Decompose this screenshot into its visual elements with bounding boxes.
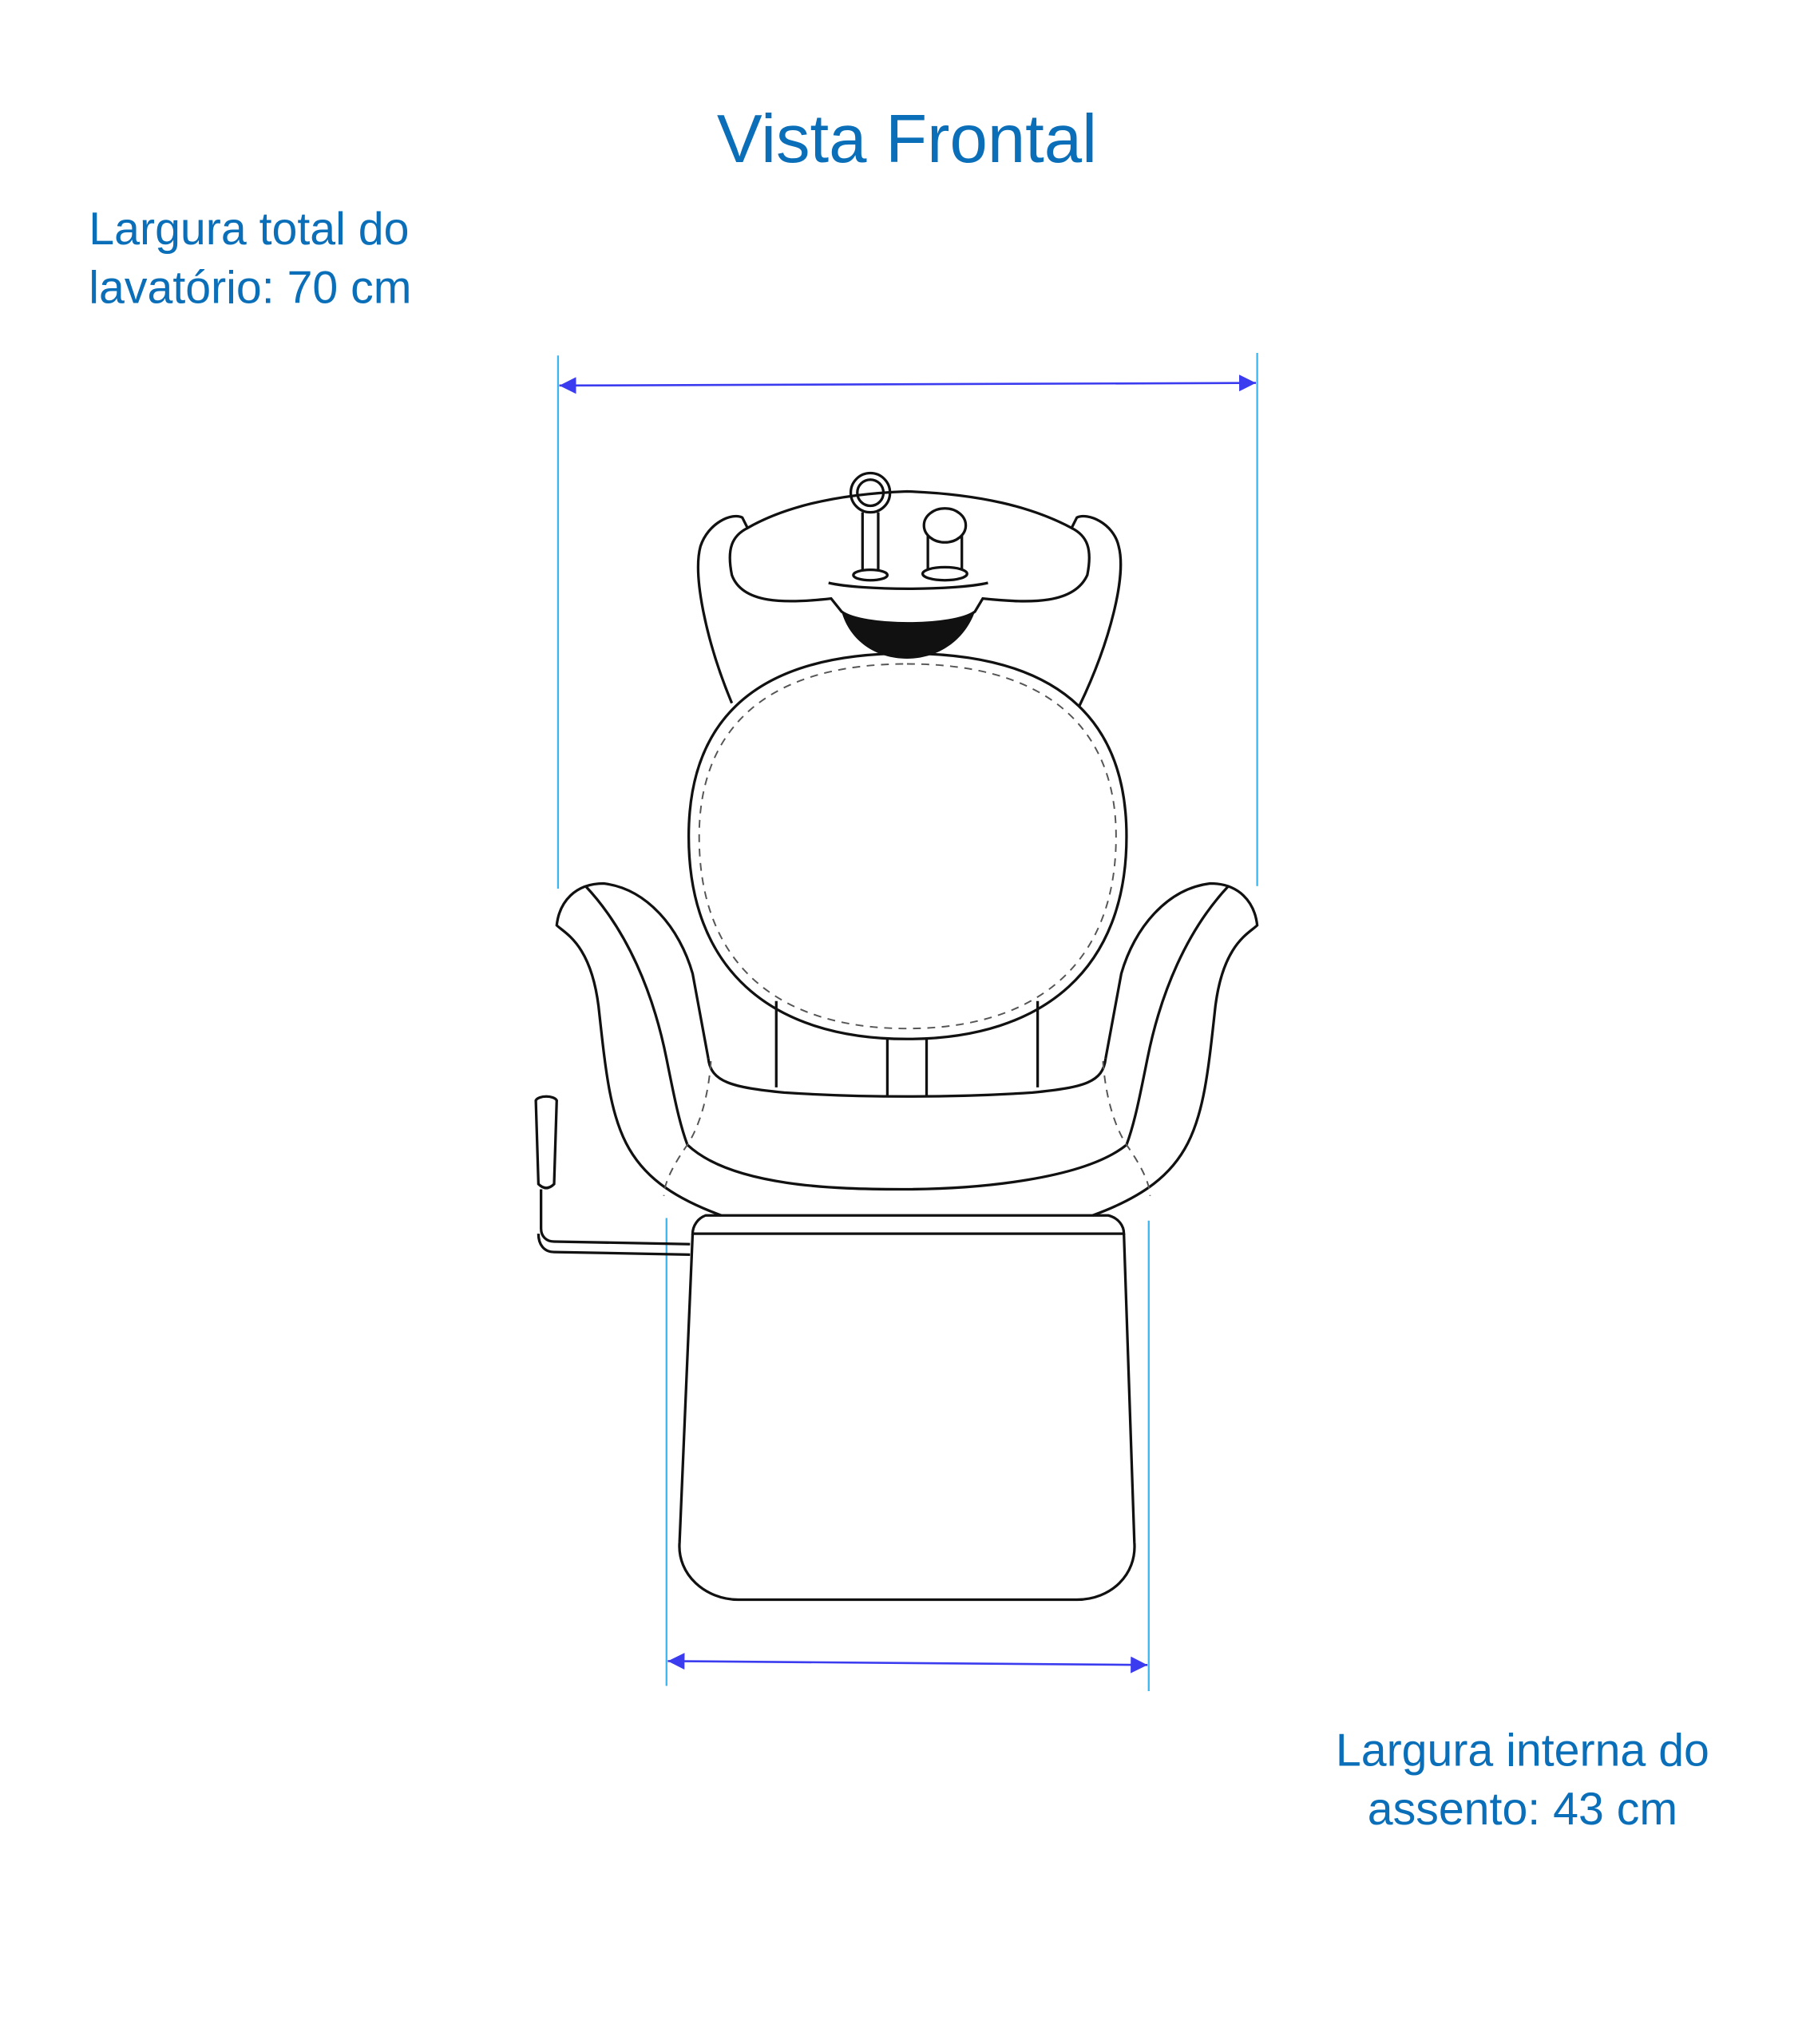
faucet-icon	[849, 471, 892, 514]
seat-width-label-line1: Largura interna do	[1336, 1725, 1709, 1776]
armrest-left	[555, 881, 723, 1217]
shampoo-chair-drawing	[534, 471, 1259, 1602]
total-width-label-line2: lavatório: 70 cm	[89, 263, 411, 314]
backrest	[687, 652, 1128, 1040]
chair-base	[691, 1214, 1126, 1235]
total-width-dimension-arrow	[559, 374, 1256, 394]
shower-head-icon	[922, 507, 968, 544]
recline-lever	[537, 1189, 691, 1256]
total-width-label-line1: Largura total do	[89, 204, 409, 255]
basin	[696, 489, 1123, 707]
armrest-right	[1091, 881, 1259, 1217]
seat	[707, 1058, 1107, 1098]
seat-width-dimension-arrow	[667, 1653, 1148, 1674]
seat-width-label-line2: assento: 43 cm	[1368, 1784, 1677, 1835]
neck-rest	[842, 612, 976, 659]
page-title: Vista Frontal	[717, 101, 1097, 177]
